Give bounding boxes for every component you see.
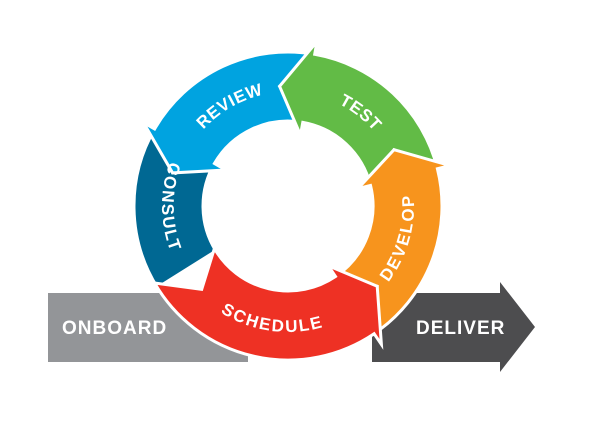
cycle-arrows [132,36,456,362]
onboard-label: ONBOARD [62,318,167,339]
deliver-label: DELIVER [416,318,505,339]
cycle-arrow-review [139,50,318,175]
deliver-arrow [372,282,535,372]
cycle-arrow-schedule [151,244,384,362]
cycle-arrow-develop [331,148,456,337]
